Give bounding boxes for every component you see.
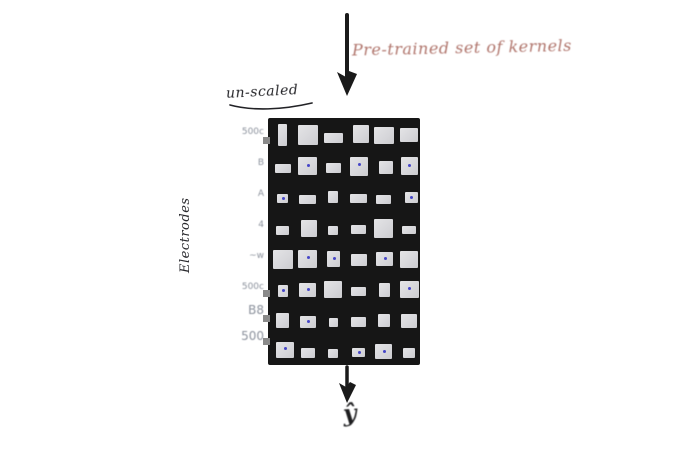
- blue-speck: [410, 195, 414, 199]
- kernel-cell: [297, 125, 318, 146]
- kernel-cell: [402, 226, 417, 235]
- blue-speck: [357, 163, 361, 167]
- kernel-cell: [328, 191, 339, 204]
- blue-speck: [283, 347, 287, 351]
- input-arrow: [337, 13, 357, 96]
- blue-speck: [282, 289, 286, 293]
- kernel-cell: [401, 313, 418, 328]
- kernel-cell: [299, 282, 317, 297]
- kernel-cell: [378, 160, 393, 174]
- blue-speck: [332, 256, 336, 260]
- kernel-cell: [298, 250, 318, 269]
- kernel-cell: [351, 316, 367, 327]
- kernel-cell: [299, 194, 317, 204]
- kernel-cell: [352, 348, 366, 358]
- kernel-cell: [300, 219, 317, 237]
- side-label: Electrodes: [178, 197, 193, 273]
- blue-speck: [282, 196, 286, 200]
- kernel-cell: [277, 284, 288, 297]
- kernel-cell: [274, 163, 291, 173]
- kernel-cell: [324, 281, 343, 299]
- kernel-cell: [299, 315, 316, 328]
- blue-speck: [306, 256, 310, 260]
- row-label: 500c: [241, 127, 264, 137]
- edge-tick: [263, 137, 270, 144]
- blue-speck: [357, 351, 361, 355]
- kernel-cell: [351, 224, 367, 234]
- kernel-cell: [298, 157, 318, 176]
- row-label: B8: [248, 303, 264, 317]
- kernel-cell: [276, 225, 290, 235]
- kernel-cell: [300, 347, 315, 358]
- kernel-cell: [376, 194, 392, 204]
- kernel-cell: [351, 287, 367, 297]
- kernel-cell: [376, 252, 394, 267]
- kernel-cell: [276, 313, 290, 329]
- kernel-cell: [325, 163, 341, 174]
- blue-speck: [307, 287, 311, 291]
- kernel-cell: [373, 126, 394, 144]
- kernel-cell: [404, 191, 418, 203]
- output-arrow: [339, 365, 356, 403]
- kernel-cell: [278, 124, 288, 147]
- kernel-cell: [349, 156, 368, 176]
- kernel-cell: [399, 281, 419, 299]
- kernel-cell: [350, 193, 368, 203]
- kernel-cell: [275, 341, 294, 358]
- blue-speck: [383, 256, 387, 260]
- output-symbol: ŷ: [342, 399, 358, 428]
- kernel-cell: [374, 218, 394, 238]
- kernel-cell: [400, 128, 419, 143]
- kernel-cell: [326, 251, 340, 268]
- kernel-cell: [400, 250, 419, 268]
- kernel-cell: [379, 282, 391, 297]
- row-label: 500c: [241, 282, 264, 292]
- kernel-cell: [375, 344, 393, 360]
- edge-tick: [263, 290, 270, 297]
- blue-speck: [306, 163, 310, 167]
- blue-speck: [382, 349, 386, 353]
- edge-tick: [263, 338, 270, 345]
- kernel-cell: [323, 133, 343, 144]
- kernel-cell: [272, 249, 293, 269]
- kernel-cell: [328, 349, 339, 359]
- kernel-cell: [400, 157, 418, 176]
- kernel-cell: [328, 318, 338, 328]
- kernel-cell: [352, 125, 369, 144]
- blue-speck: [408, 287, 412, 291]
- kernel-cell: [328, 225, 339, 235]
- edge-tick: [263, 315, 270, 322]
- row-label: B: [257, 158, 264, 168]
- kernel-cell: [350, 254, 367, 267]
- row-label: A: [257, 189, 264, 199]
- kernel-cell: [277, 193, 289, 203]
- row-label: 500: [241, 329, 264, 343]
- row-label: ~w: [249, 251, 264, 261]
- kernel-grid: [268, 118, 420, 365]
- row-label: 4: [258, 220, 264, 230]
- kernel-cell: [403, 347, 416, 358]
- blue-speck: [307, 320, 311, 324]
- kernel-cell: [377, 314, 390, 328]
- annotation-underline: [229, 102, 313, 110]
- blue-speck: [408, 163, 412, 167]
